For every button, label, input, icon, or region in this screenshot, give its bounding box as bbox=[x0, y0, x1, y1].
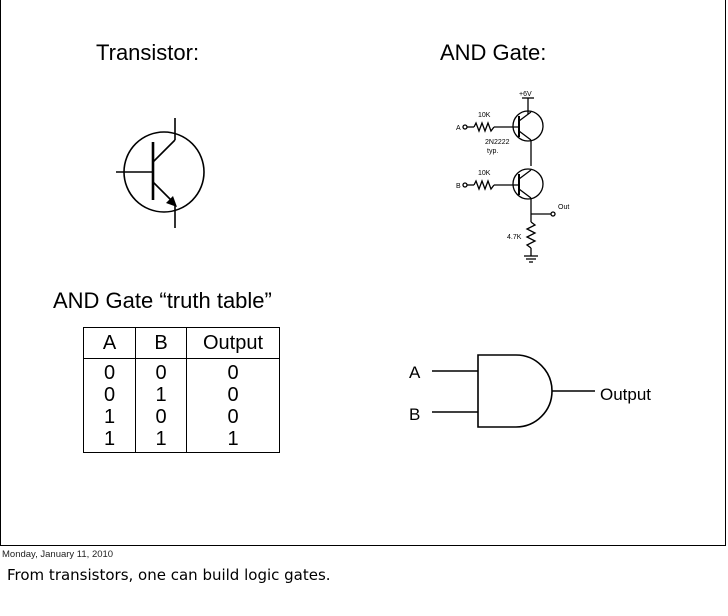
slide-note: From transistors, one can build logic ga… bbox=[7, 566, 331, 584]
truth-table-cell: 0 bbox=[135, 406, 187, 428]
input-a-terminal bbox=[462, 124, 468, 130]
q1-collector bbox=[518, 111, 532, 122]
table-row: 1 0 0 bbox=[83, 406, 280, 428]
pulldown-resistor-icon bbox=[525, 221, 537, 249]
supply-label: +6V bbox=[519, 91, 532, 98]
q2-circle bbox=[512, 168, 544, 200]
truth-table-cell: 0 bbox=[186, 406, 280, 428]
and-gate-title: AND Gate: bbox=[440, 40, 547, 65]
circuit-output-label: Out bbox=[558, 204, 569, 211]
truth-table-cell: 0 bbox=[83, 384, 136, 406]
q2-collector bbox=[518, 169, 532, 180]
truth-table-cell: 1 bbox=[135, 428, 187, 453]
truth-table-title: AND Gate “truth table” bbox=[53, 288, 272, 313]
diagram-canvas: +6V A 10K 2N2222 typ. B 10K Out 4.7K A B… bbox=[116, 91, 651, 428]
truth-table-cell: 1 bbox=[186, 428, 280, 453]
transistor-emitter-arrow-icon bbox=[166, 196, 177, 207]
gate-output-label: Output bbox=[600, 385, 651, 404]
q1-circle bbox=[512, 110, 544, 142]
table-row: 1 1 1 bbox=[83, 428, 280, 453]
truth-table-header: A bbox=[83, 327, 136, 359]
slide: Transistor: AND Gate: AND Gate “truth ta… bbox=[0, 0, 726, 546]
gate-input-a-label: A bbox=[409, 363, 421, 382]
truth-table-cell: 1 bbox=[83, 428, 136, 453]
transistor-collector bbox=[152, 139, 176, 163]
q1-emitter bbox=[518, 130, 532, 141]
pulldown-label: 4.7K bbox=[507, 234, 522, 241]
resistor-b-icon bbox=[473, 179, 495, 191]
transistor-symbol bbox=[116, 118, 205, 228]
input-b-terminal bbox=[462, 182, 468, 188]
and-gate-circuit bbox=[462, 97, 556, 263]
and-gate-body bbox=[477, 354, 553, 428]
truth-table-cell: 0 bbox=[186, 384, 280, 406]
circuit-labels: +6V A 10K 2N2222 typ. B 10K Out 4.7K bbox=[456, 91, 569, 241]
transistor-title: Transistor: bbox=[96, 40, 200, 65]
and-gate-symbol bbox=[432, 354, 595, 428]
resistor-b-label: 10K bbox=[478, 170, 491, 177]
truth-table-cell: 0 bbox=[83, 358, 136, 384]
table-row: 0 0 0 bbox=[83, 358, 280, 384]
gate-input-b-label: B bbox=[409, 405, 420, 424]
transistor-note-label: typ. bbox=[487, 148, 498, 155]
q2-emitter bbox=[518, 188, 532, 199]
truth-table-cell: 1 bbox=[135, 384, 187, 406]
circuit-input-a-label: A bbox=[456, 125, 461, 132]
truth-table-header: Output bbox=[186, 327, 280, 359]
truth-table-header: B bbox=[135, 327, 187, 359]
truth-table-cell: 1 bbox=[83, 406, 136, 428]
table-row: 0 1 0 bbox=[83, 384, 280, 406]
truth-table-cell: 0 bbox=[135, 358, 187, 384]
gate-labels: A B Output bbox=[409, 363, 651, 424]
truth-table: A B Output 0 0 0 0 1 0 1 0 0 1 bbox=[83, 327, 280, 453]
resistor-a-label: 10K bbox=[478, 112, 491, 119]
output-terminal bbox=[550, 211, 556, 217]
truth-table-header-row: A B Output bbox=[83, 327, 280, 359]
truth-table-cell: 0 bbox=[186, 358, 280, 384]
circuit-input-b-label: B bbox=[456, 183, 461, 190]
slide-date: Monday, January 11, 2010 bbox=[2, 549, 114, 560]
transistor-part-label: 2N2222 bbox=[485, 139, 510, 146]
resistor-a-icon bbox=[473, 121, 495, 133]
